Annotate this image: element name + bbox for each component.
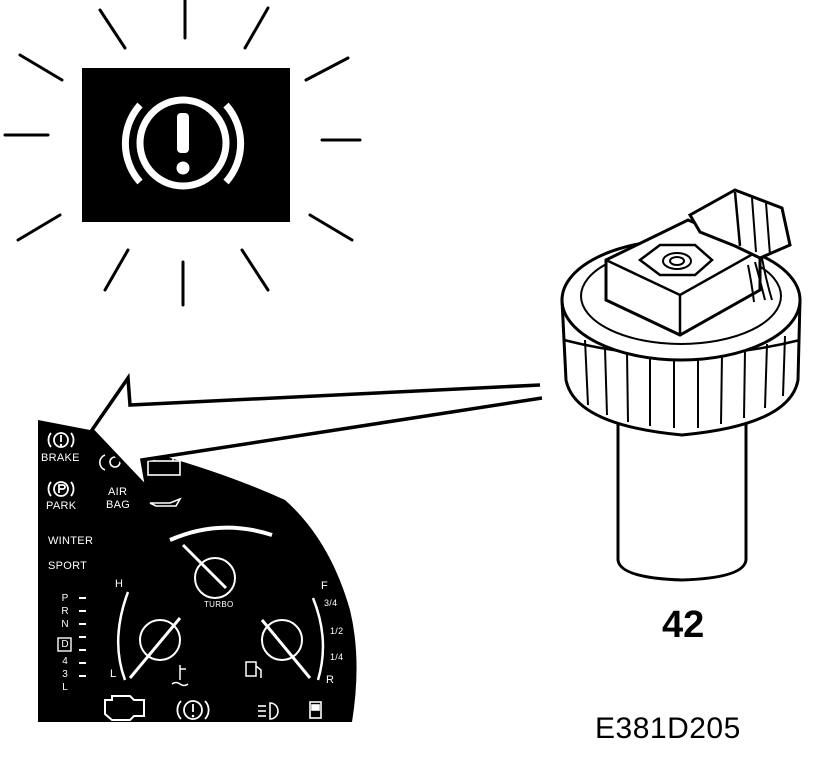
cap-wires <box>747 257 773 303</box>
winter-label: WINTER <box>48 535 94 547</box>
brake-label: BRAKE <box>41 452 80 464</box>
gear-l: L <box>62 682 68 693</box>
figure-code-label: E381D205 <box>595 712 741 745</box>
gear-d: D <box>61 639 69 650</box>
oil-pressure-icon <box>149 497 182 507</box>
light-rays <box>3 0 362 307</box>
fuel-half-label: 1/2 <box>330 626 344 636</box>
exclamation-bar <box>177 113 189 153</box>
leader-arrow <box>89 372 543 494</box>
instrument-cluster <box>38 420 357 722</box>
gear-3: 3 <box>62 669 68 680</box>
part-number-label: 42 <box>662 604 705 646</box>
coolant-temp-icon <box>171 665 189 687</box>
fuel-gauge <box>260 597 325 681</box>
fuel-full-label: F <box>321 580 329 592</box>
collar-ribs <box>584 335 786 428</box>
temperature-gauge <box>117 591 182 681</box>
fuel-three-quarter-label: 3/4 <box>324 598 338 608</box>
selected-gear-box <box>57 637 72 652</box>
connector-block <box>604 218 762 337</box>
temp-low-label: L <box>110 668 117 680</box>
warning-light <box>3 0 362 307</box>
gear-r: R <box>61 606 69 617</box>
fuel-quarter-label: 1/4 <box>330 652 344 662</box>
air-label: AIR <box>108 486 128 498</box>
connector-plug <box>687 188 792 260</box>
bag-label: BAG <box>106 499 131 511</box>
gear-p: P <box>61 593 69 604</box>
sensor-cap <box>560 188 802 582</box>
gear-4: 4 <box>62 656 68 667</box>
fog-light-icon <box>258 702 279 720</box>
temp-high-label: H <box>115 578 124 590</box>
gear-tick-marks <box>79 597 86 677</box>
fuel-reserve-label: R <box>326 674 335 686</box>
brake-indicator-icon <box>47 432 75 448</box>
cap-tube <box>616 418 748 582</box>
brake-warning-icon <box>176 700 210 720</box>
brake-warning-icon <box>121 96 245 190</box>
engine-icon <box>104 695 145 721</box>
park-indicator-icon <box>47 481 75 497</box>
park-label: PARK <box>46 500 77 512</box>
sport-label: SPORT <box>48 560 88 572</box>
turbo-gauge <box>169 525 273 599</box>
turbo-label: TURBO <box>204 600 234 609</box>
fuel-icon <box>245 661 262 678</box>
gear-n: N <box>61 619 69 630</box>
fuel-pump-icon <box>309 701 322 719</box>
exclamation-dot <box>176 161 190 175</box>
